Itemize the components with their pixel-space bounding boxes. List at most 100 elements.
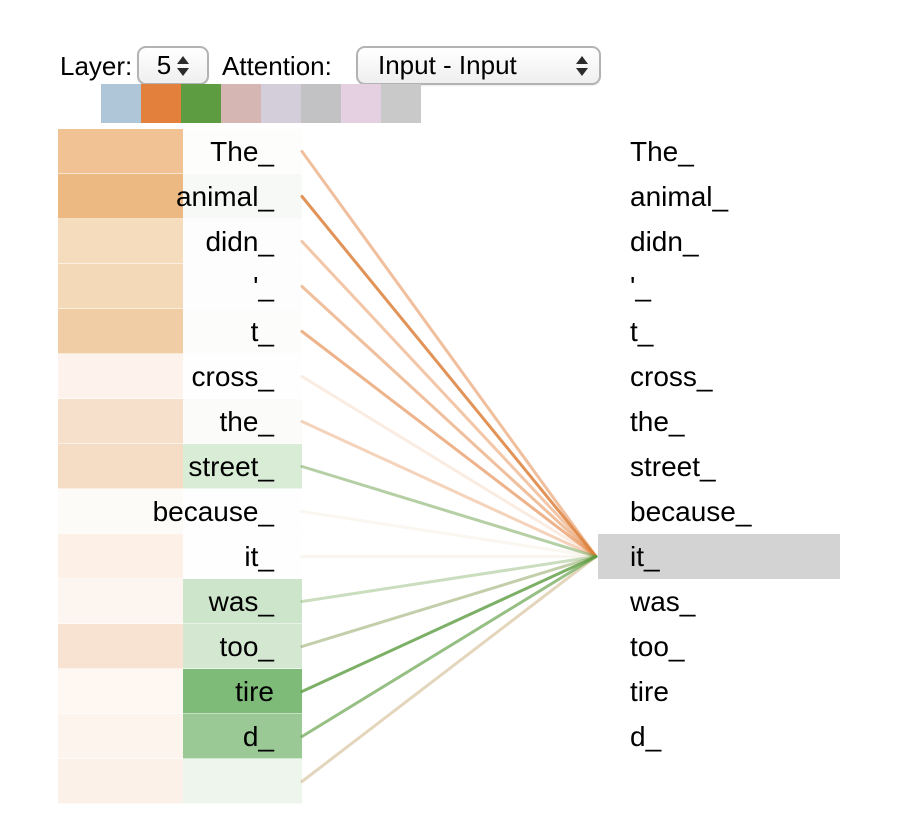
head-swatch-selected[interactable] (181, 84, 221, 123)
left-token[interactable]: it_ (244, 541, 274, 572)
green-head-weight-cell: street_ (183, 444, 302, 489)
orange-head-weight-cell (58, 219, 183, 264)
green-head-weight-cell: didn_ (183, 219, 302, 264)
left-token[interactable]: too_ (219, 631, 275, 662)
right-token[interactable]: didn_ (630, 226, 699, 257)
left-token[interactable]: '_ (253, 271, 274, 302)
orange-head-weight-cell (58, 759, 183, 804)
left-token-row: street_ (58, 444, 302, 489)
green-head-weight-cell: because_ (153, 489, 302, 534)
right-token[interactable] (598, 759, 840, 804)
layer-label: Layer: (60, 51, 133, 81)
orange-head-weight-cell (58, 129, 183, 174)
attention-line (300, 555, 598, 603)
green-head-weight-cell: too_ (183, 624, 302, 669)
attention-line (300, 240, 598, 558)
green-head-weight-cell: '_ (183, 264, 302, 309)
orange-head-weight-cell (58, 309, 183, 354)
up-down-arrows-icon (576, 55, 588, 76)
orange-head-weight-cell (58, 264, 183, 309)
right-token[interactable]: The_ (630, 136, 694, 167)
head-swatch[interactable] (301, 84, 341, 123)
left-token-row: too_ (58, 624, 302, 669)
right-token[interactable]: was_ (630, 586, 696, 617)
orange-head-weight-cell (58, 354, 183, 399)
attention-line (300, 555, 598, 783)
green-head-weight-cell: cross_ (183, 354, 302, 399)
attention-line (300, 510, 598, 558)
left-token[interactable]: The_ (210, 136, 274, 167)
left-token-row: didn_ (58, 219, 302, 264)
up-down-arrows-icon (177, 55, 190, 76)
right-token[interactable]: because_ (630, 496, 752, 527)
left-token[interactable]: animal_ (175, 181, 274, 212)
head-swatch[interactable] (381, 84, 421, 123)
green-head-weight-cell: the_ (183, 399, 302, 444)
left-token-row: '_ (58, 264, 302, 309)
right-token[interactable]: animal_ (630, 181, 729, 212)
green-head-weight-cell: animal_ (176, 174, 302, 219)
right-token[interactable]: the_ (630, 406, 685, 437)
orange-head-weight-cell (58, 489, 183, 534)
green-head-weight-cell: d_ (183, 714, 302, 759)
attention-line (300, 465, 598, 558)
attention-line (300, 555, 598, 783)
attention-select-value: Input - Input (378, 50, 517, 80)
attention-select[interactable]: Input - Input (356, 46, 601, 85)
left-token-row (58, 759, 302, 804)
right-token-selected[interactable]: it_ (598, 534, 840, 579)
right-token[interactable]: t_ (630, 316, 654, 347)
attention-line (300, 420, 598, 558)
left-token[interactable]: was_ (208, 586, 274, 617)
right-token[interactable]: too_ (630, 631, 685, 662)
left-token-row: was_ (58, 579, 302, 624)
right-token[interactable]: '_ (630, 271, 651, 302)
attention-line (300, 375, 598, 558)
left-token-row: The_ (58, 129, 302, 174)
left-token-row: tire (58, 669, 302, 714)
left-token[interactable]: t_ (250, 316, 274, 347)
green-head-weight-cell: t_ (183, 309, 302, 354)
left-token[interactable]: cross_ (191, 361, 274, 392)
green-head-weight-cell: tire (183, 669, 302, 714)
right-token[interactable]: d_ (630, 721, 662, 752)
head-swatch[interactable] (341, 84, 381, 123)
attention-line (300, 330, 598, 558)
right-token[interactable]: tire (630, 676, 669, 707)
right-token[interactable]: street_ (630, 451, 716, 482)
green-head-weight-cell (183, 759, 302, 804)
orange-head-weight-cell (58, 714, 183, 759)
left-token-row: t_ (58, 309, 302, 354)
left-token[interactable]: street_ (188, 451, 274, 482)
left-token-row: the_ (58, 399, 302, 444)
orange-head-weight-cell (58, 579, 183, 624)
left-token-row: d_ (58, 714, 302, 759)
head-swatch-selected[interactable] (141, 84, 181, 123)
head-swatch[interactable] (221, 84, 261, 123)
orange-head-weight-cell (58, 399, 183, 444)
left-token[interactable]: because_ (152, 496, 274, 527)
left-token[interactable]: didn_ (205, 226, 274, 257)
left-token-row: cross_ (58, 354, 302, 399)
attention-line (300, 195, 598, 558)
left-token[interactable]: the_ (219, 406, 275, 437)
layer-select[interactable]: 5 (137, 46, 209, 85)
head-swatch[interactable] (101, 84, 141, 123)
left-token[interactable]: tire (235, 676, 274, 707)
orange-head-weight-cell (58, 174, 183, 219)
head-swatch[interactable] (261, 84, 301, 123)
layer-select-value: 5 (156, 50, 172, 80)
attention-line (300, 285, 598, 558)
head-selector-palette (101, 84, 421, 123)
right-token[interactable]: cross_ (630, 361, 713, 392)
attention-line (302, 557, 596, 602)
attention-line (300, 150, 598, 558)
attention-line (300, 195, 598, 558)
attention-line (300, 555, 598, 648)
attention-line (302, 512, 596, 557)
attention-line (300, 555, 598, 693)
green-head-weight-cell: it_ (183, 534, 302, 579)
orange-head-weight-cell (58, 669, 183, 714)
left-token[interactable]: d_ (242, 721, 274, 752)
